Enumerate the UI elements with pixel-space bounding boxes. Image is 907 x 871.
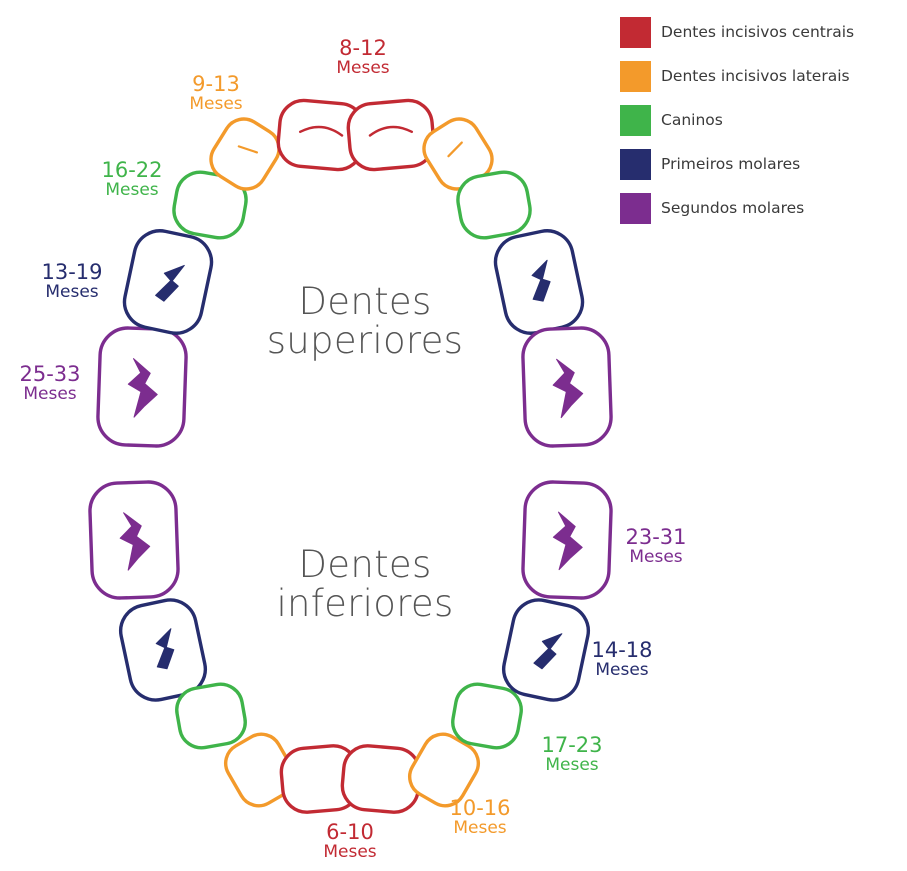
age-unit: Meses <box>595 660 649 680</box>
age-lower-canine: 17-23 Meses <box>522 735 622 774</box>
legend-item-central-incisors: Dentes incisivos centrais <box>620 10 905 54</box>
tooth-lower-canine-left <box>175 682 247 750</box>
age-unit: Meses <box>629 547 683 567</box>
age-lower-central: 6-10 Meses <box>300 822 400 861</box>
age-range: 23-31 <box>625 525 687 549</box>
age-unit: Meses <box>189 94 243 114</box>
age-unit: Meses <box>23 384 77 404</box>
tooth-upper-first-molar-left <box>122 229 214 335</box>
legend-swatch <box>620 16 651 48</box>
tooth-upper-second-molar-left <box>96 326 188 448</box>
age-lower-second-molar: 23-31 Meses <box>606 527 706 566</box>
age-range: 14-18 <box>591 638 653 662</box>
age-lower-lateral: 10-16 Meses <box>430 798 530 837</box>
age-unit: Meses <box>336 58 390 78</box>
age-unit: Meses <box>323 842 377 862</box>
legend-swatch <box>620 148 651 180</box>
age-range: 10-16 <box>449 796 511 820</box>
legend-swatch <box>620 104 651 136</box>
age-unit: Meses <box>105 180 159 200</box>
age-unit: Meses <box>545 755 599 775</box>
legend-label: Primeiros molares <box>661 155 801 173</box>
lower-arch-title: Dentes inferiores <box>250 543 480 625</box>
age-range: 25-33 <box>19 362 81 386</box>
age-range: 16-22 <box>101 158 163 182</box>
upper-arch-title-line1: Dentes <box>298 280 432 323</box>
age-range: 6-10 <box>326 820 374 844</box>
legend-label: Dentes incisivos centrais <box>661 23 855 41</box>
tooth-lower-first-molar-left <box>118 598 208 702</box>
tooth-lower-second-molar-right <box>521 480 613 600</box>
tooth-upper-first-molar-right <box>493 229 585 335</box>
tooth-upper-central-right <box>346 98 436 172</box>
legend-label: Caninos <box>661 111 723 129</box>
age-range: 8-12 <box>339 36 387 60</box>
age-unit: Meses <box>453 818 507 838</box>
tooth-upper-lateral-left <box>209 117 281 191</box>
tooth-lower-first-molar-right <box>501 598 591 702</box>
legend: Dentes incisivos centrais Dentes incisiv… <box>620 10 905 230</box>
tooth-lower-lateral-right <box>408 732 480 808</box>
upper-arch-title-line2: superiores <box>266 318 464 362</box>
tooth-lower-second-molar-left <box>88 480 180 600</box>
age-upper-lateral: 9-13 Meses <box>168 74 264 113</box>
age-lower-first-molar: 14-18 Meses <box>572 640 672 679</box>
legend-item-canines: Caninos <box>620 98 905 142</box>
age-unit: Meses <box>45 282 99 302</box>
tooth-lower-canine-right <box>451 682 523 750</box>
legend-item-first-molars: Primeiros molares <box>620 142 905 186</box>
legend-swatch <box>620 192 651 224</box>
age-upper-central: 8-12 Meses <box>315 38 411 77</box>
lower-arch-title-line2: inferiores <box>276 581 454 625</box>
legend-label: Segundos molares <box>661 199 805 217</box>
tooth-upper-second-molar-right <box>521 326 613 448</box>
legend-label: Dentes incisivos laterais <box>661 67 850 85</box>
age-upper-canine: 16-22 Meses <box>82 160 182 199</box>
lower-arch-title-line1: Dentes <box>298 543 432 586</box>
age-range: 9-13 <box>192 72 240 96</box>
legend-swatch <box>620 60 651 92</box>
tooth-upper-canine-right <box>456 170 532 240</box>
legend-item-lateral-incisors: Dentes incisivos laterais <box>620 54 905 98</box>
age-upper-second-molar: 25-33 Meses <box>0 364 100 403</box>
age-upper-first-molar: 13-19 Meses <box>22 262 122 301</box>
legend-item-second-molars: Segundos molares <box>620 186 905 230</box>
age-range: 13-19 <box>41 260 103 284</box>
tooth-lower-lateral-left <box>224 732 296 808</box>
upper-arch-title: Dentes superiores <box>250 280 480 362</box>
age-range: 17-23 <box>541 733 603 757</box>
